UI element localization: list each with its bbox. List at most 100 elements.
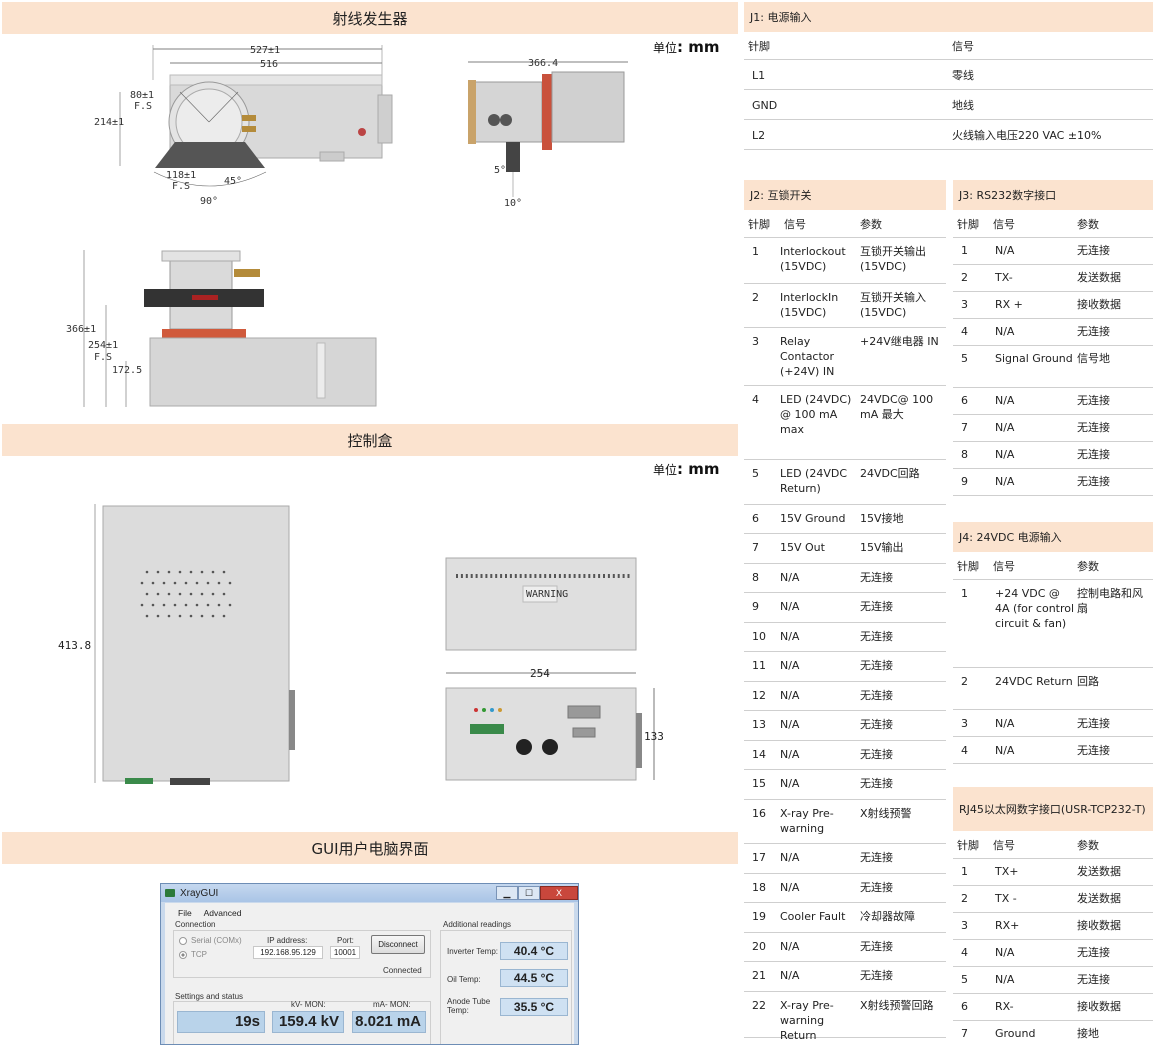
vent-slot [607, 574, 610, 578]
cell-param: 回路 [1077, 675, 1099, 688]
cell-param: 15V接地 [860, 512, 904, 525]
dim-527: 527±1 [250, 45, 280, 56]
vent-hole [145, 614, 149, 618]
gui-title: XrayGUI [180, 887, 219, 899]
vent-slot [485, 574, 488, 578]
vent-hole [140, 603, 144, 607]
cell-pin: 10 [752, 630, 766, 643]
generator-front-drawing: 366.4 5° 10° [468, 58, 628, 209]
cell-pin: 1 [961, 865, 968, 878]
vent-slot [627, 574, 630, 578]
vent-hole [211, 570, 215, 574]
radio-serial[interactable]: Serial (COMx) [179, 936, 242, 945]
port-input[interactable]: 10001 [330, 946, 360, 959]
vent-slot [539, 574, 542, 578]
cell-signal: Interlockout (15VDC) [780, 245, 846, 273]
cell-pin: 7 [961, 421, 968, 434]
vent-hole [228, 603, 232, 607]
vent-hole [200, 592, 204, 596]
connection-status: Connected [383, 966, 422, 975]
cell-param: 24VDC回路 [860, 467, 920, 480]
vent-hole [206, 603, 210, 607]
cell-pin: 16 [752, 807, 766, 820]
vent-slot [603, 574, 605, 578]
vent-slot [534, 574, 537, 578]
unit-label: 单位: mm [653, 38, 720, 56]
vent-hole [211, 592, 215, 596]
settings-label: Settings and status [175, 992, 244, 1001]
cell-signal: Relay Contactor (+24V) IN [780, 335, 835, 378]
cell-signal: RX+ [995, 919, 1020, 932]
vent-hole [217, 603, 221, 607]
cell-signal: N/A [780, 630, 800, 643]
cell-param: 无连接 [860, 851, 893, 864]
cell-param: 接地 [1077, 1027, 1099, 1040]
cell-pin: 15 [752, 777, 766, 790]
vent-slot [509, 574, 512, 578]
cell-signal: N/A [995, 475, 1015, 488]
cell-signal: N/A [780, 777, 800, 790]
j3-col-signal: 信号 [993, 217, 1015, 231]
cell-param: 无连接 [860, 881, 893, 894]
cell-signal: N/A [780, 748, 800, 761]
cell-signal: N/A [995, 394, 1015, 407]
vent-hole [167, 614, 171, 618]
radio-tcp[interactable]: TCP [179, 950, 207, 959]
cell-signal: Ground [995, 1027, 1036, 1040]
vent-hole [189, 592, 193, 596]
close-icon[interactable]: X [540, 886, 578, 900]
disconnect-button[interactable]: Disconnect [371, 935, 425, 954]
cell-pin: 1 [961, 587, 968, 600]
menu-file[interactable]: File [178, 908, 192, 918]
ip-input[interactable]: 192.168.95.129 [253, 946, 323, 959]
minimize-icon[interactable]: ▁ [496, 886, 518, 900]
cell-pin: 5 [961, 973, 968, 986]
maximize-icon[interactable]: ☐ [518, 886, 540, 900]
dim-366b: 366±1 [66, 324, 96, 335]
cell-signal: N/A [780, 571, 800, 584]
connection-label: Connection [175, 920, 216, 929]
additional-label: Additional readings [443, 920, 512, 929]
vent-hole [178, 570, 182, 574]
vent-hole [217, 581, 221, 585]
vent-slot [598, 574, 601, 578]
vent-hole [222, 570, 226, 574]
cell-param: 无连接 [860, 630, 893, 643]
vent-slot [495, 574, 498, 578]
vent-hole [162, 603, 166, 607]
vent-hole [145, 570, 149, 574]
rj45-col-signal: 信号 [993, 838, 1015, 852]
vent-slot [519, 574, 522, 578]
dim-80: 80±1 [130, 90, 154, 101]
xraygui-window: XrayGUI ▁ ☐ X File Advanced Connection S… [160, 883, 579, 1045]
vent-slot [588, 574, 591, 578]
cell-signal: N/A [780, 600, 800, 613]
menu-advanced[interactable]: Advanced [203, 908, 242, 918]
cell-param: 互锁开关输入 (15VDC) [860, 291, 926, 319]
cell-param: 无连接 [1077, 244, 1110, 257]
dim-fs-2: F.S [172, 181, 190, 192]
cell-pin: 3 [961, 298, 968, 311]
cell-signal: N/A [780, 689, 800, 702]
vent-slot [563, 574, 566, 578]
j4-col-param: 参数 [1077, 559, 1099, 573]
cell-signal: +24 VDC @ 4A (for control circuit & fan) [995, 587, 1075, 630]
cell-param: 无连接 [1077, 325, 1110, 338]
cell-signal: RX + [995, 298, 1023, 311]
cell-param: 接收数据 [1077, 1000, 1121, 1013]
